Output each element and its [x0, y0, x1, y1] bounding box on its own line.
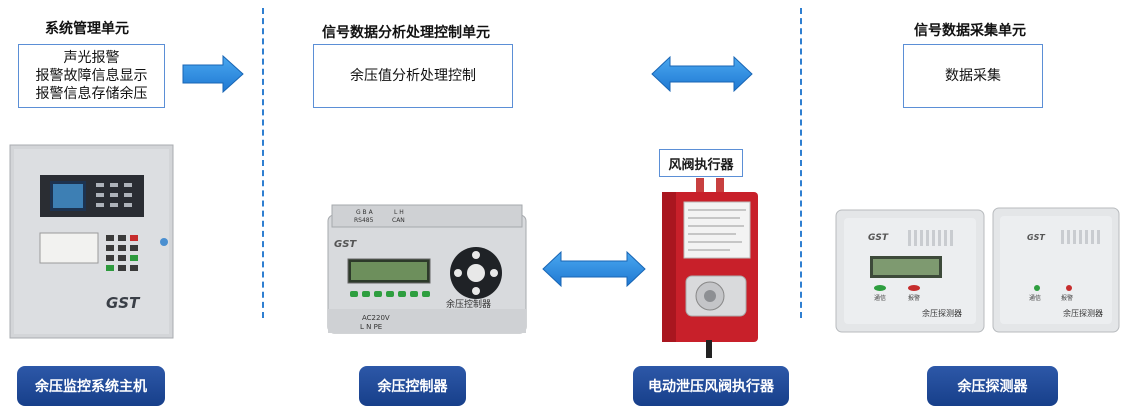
device-label-detector: 余压探测器	[927, 366, 1058, 406]
processing-function-box: 余压值分析处理控制	[313, 44, 513, 108]
controller-terminal-label: RS485	[354, 217, 374, 224]
controller-terminal-label: CAN	[392, 217, 405, 224]
detector-brand: GST	[868, 233, 889, 243]
detector-name-print: 余压探测器	[1063, 308, 1103, 318]
detector-btn-label: 通信	[874, 294, 886, 302]
host-brand: GST	[106, 294, 141, 312]
double-arrow-icon	[651, 55, 753, 93]
controller-power-label: AC220V	[362, 314, 390, 322]
management-function-box: 声光报警 报警故障信息显示 报警信息存储余压	[18, 44, 165, 108]
function-line: 报警故障信息显示	[35, 68, 148, 84]
right-arrow-icon	[182, 54, 244, 94]
damper-actuator-image	[662, 178, 758, 358]
detector-btn-label: 通信	[1029, 294, 1041, 302]
device-label-controller: 余压控制器	[359, 366, 466, 406]
acquisition-function-box: 数据采集	[903, 44, 1043, 108]
monitoring-host-image: GST	[9, 144, 174, 339]
section-title-management: 系统管理单元	[45, 21, 129, 37]
controller-power-label: L N PE	[360, 323, 382, 331]
pressure-detector-image: GST 通信 报警 余压探测器	[992, 207, 1120, 333]
device-label-host: 余压监控系统主机	[17, 366, 165, 406]
controller-terminal-label: L H	[394, 209, 404, 216]
divider-2	[800, 8, 802, 318]
function-line: 数据采集	[945, 68, 1001, 84]
divider-1	[262, 8, 264, 318]
controller-brand: GST	[334, 239, 357, 250]
detector-brand: GST	[1027, 233, 1045, 242]
controller-name-print: 余压控制器	[446, 298, 491, 310]
detector-btn-label: 报警	[908, 294, 920, 302]
detector-name-print: 余压探测器	[922, 308, 962, 318]
damper-actuator-tag: 风阀执行器	[659, 149, 743, 177]
controller-terminal-label: G B A	[356, 209, 374, 216]
detector-btn-label: 报警	[1061, 294, 1073, 302]
section-title-acquisition: 信号数据采集单元	[914, 23, 1026, 39]
pressure-detector-image: GST 通信 报警 余压探测器	[835, 209, 985, 333]
pressure-controller-image: G B A RS485 L H CAN GST AC220V L N PE 余压…	[327, 204, 527, 334]
double-arrow-icon	[542, 250, 646, 288]
section-title-processing: 信号数据分析处理控制单元	[322, 25, 490, 41]
device-label-damper: 电动泄压风阀执行器	[633, 366, 789, 406]
function-line: 余压值分析处理控制	[350, 68, 476, 84]
function-line: 报警信息存储余压	[35, 86, 148, 102]
function-line: 声光报警	[63, 50, 120, 66]
